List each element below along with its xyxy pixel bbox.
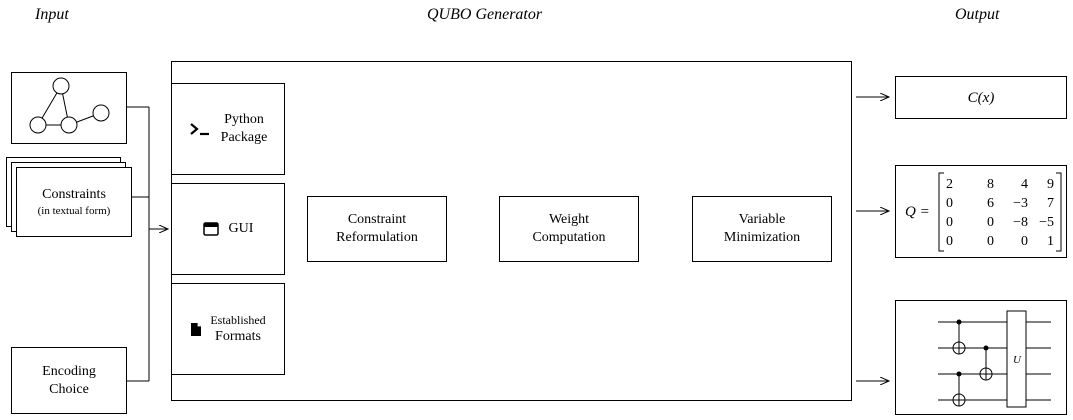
formats-line1: Established	[210, 312, 266, 327]
step3-line1: Variable	[738, 212, 786, 227]
matrix-cell: 0	[946, 196, 953, 211]
weight-computation-box: Weight Computation	[499, 196, 639, 262]
graph-icon	[29, 77, 110, 134]
python-package-box: Python Package	[171, 83, 285, 175]
constraints-title: Constraints	[42, 186, 106, 202]
q-equals-label: Q =	[905, 204, 930, 220]
constraint-reformulation-box: Constraint Reformulation	[307, 196, 447, 262]
window-icon	[202, 222, 219, 236]
gui-label: GUI	[228, 221, 254, 236]
unitary-gate-label: U	[1013, 354, 1021, 366]
matrix-cell: 0	[987, 234, 994, 249]
file-icon	[191, 322, 202, 336]
established-formats-box: Established Formats	[171, 283, 285, 375]
matrix-cell: 0	[946, 234, 953, 249]
matrix-cell: 8	[987, 177, 994, 192]
matrix-cell: −3	[1013, 196, 1028, 211]
cost-function-label: C(x)	[968, 89, 995, 107]
step2-line2: Computation	[532, 230, 606, 245]
matrix-cell: 9	[1047, 177, 1054, 192]
graph-input-box	[11, 72, 127, 144]
qubo-generator-header: QUBO Generator	[427, 6, 543, 23]
encoding-line2: Choice	[49, 381, 89, 397]
matrix-cell: 6	[987, 196, 994, 211]
step1-line1: Constraint	[347, 212, 407, 227]
matrix-cell: 0	[1021, 234, 1028, 249]
encoding-choice-box: Encoding Choice	[11, 347, 127, 414]
matrix-cell: 4	[1021, 177, 1028, 192]
cost-function-box: C(x)	[895, 76, 1067, 119]
matrix-cell: 7	[1047, 196, 1054, 211]
cost-function-text: C(x)	[967, 89, 995, 106]
python-line2: Package	[220, 130, 268, 145]
constraints-subtitle: (in textual form)	[37, 204, 111, 217]
matrix-cell: 0	[987, 215, 994, 230]
step1-line2: Reformulation	[336, 230, 418, 245]
matrix-brackets	[938, 172, 1062, 252]
formats-line2: Formats	[215, 328, 261, 344]
encoding-line1: Encoding	[42, 363, 96, 379]
quantum-circuit-box: U	[895, 300, 1067, 415]
constraints-input-box: Constraints (in textual form)	[16, 167, 132, 237]
input-header: Input	[35, 6, 69, 23]
step3-line2: Minimization	[723, 230, 801, 245]
matrix-cell: −8	[1013, 215, 1028, 230]
output-header: Output	[955, 6, 1000, 23]
circuit-diagram	[938, 310, 1051, 408]
matrix-cell: 1	[1047, 234, 1054, 249]
terminal-icon	[189, 123, 209, 136]
matrix-cell: 0	[946, 215, 953, 230]
qubo-matrix-box: Q = 2 8 4 9 0 6 −3 7 0 0 −8 −5 0 0 0 1	[895, 165, 1067, 258]
matrix-cell: −5	[1039, 215, 1054, 230]
step2-line1: Weight	[548, 212, 590, 227]
matrix-cell: 2	[946, 177, 953, 192]
gui-box: GUI	[171, 183, 285, 275]
matrix-grid: 2 8 4 9 0 6 −3 7 0 0 −8 −5 0 0 0 1	[946, 175, 1054, 251]
python-line1: Python	[224, 112, 264, 127]
variable-minimization-box: Variable Minimization	[692, 196, 832, 262]
